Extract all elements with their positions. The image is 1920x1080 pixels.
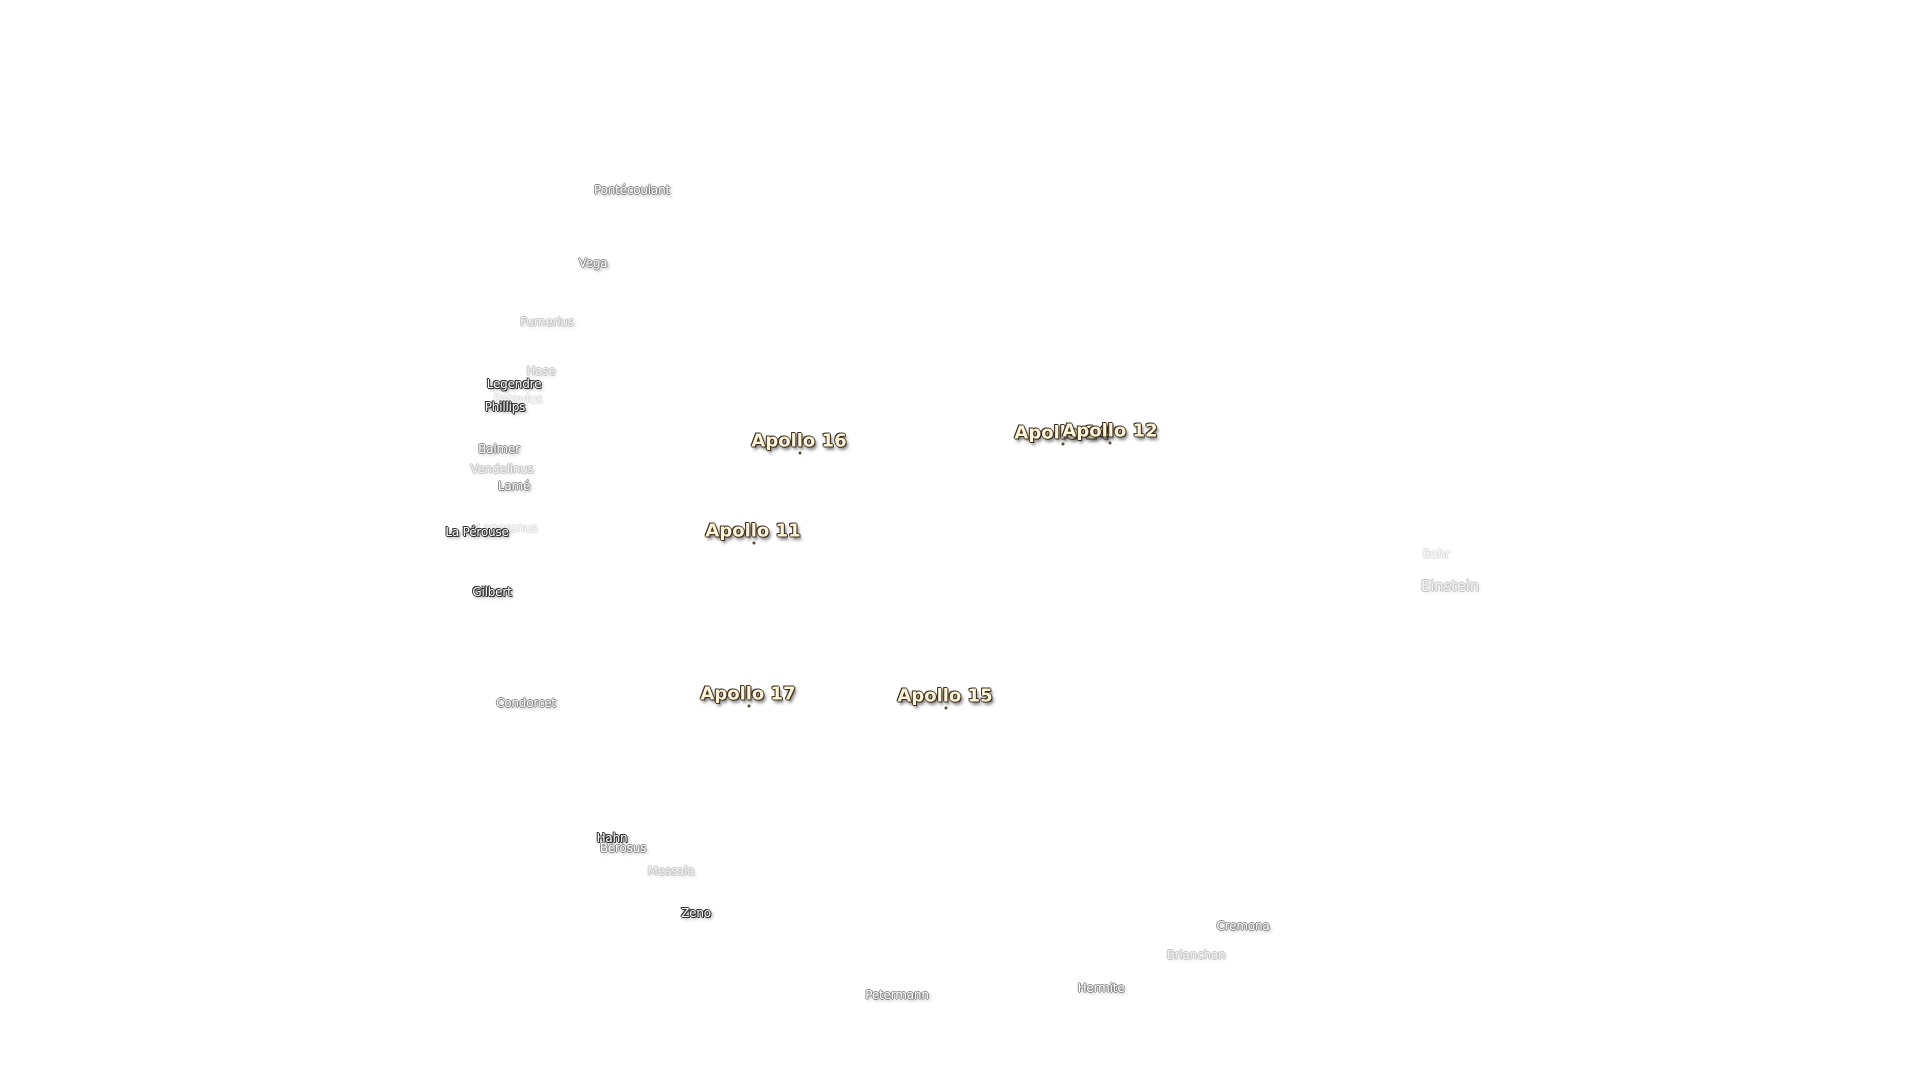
crater-label-balmer: Balmer — [478, 442, 520, 456]
crater-label-cremona: Cremona — [1216, 919, 1270, 933]
crater-label-petavius: Petavius — [493, 392, 543, 406]
crater-label-hermite: Hermite — [1077, 981, 1125, 995]
apollo-15-label[interactable]: Apollo 15 — [897, 685, 993, 707]
crater-label-furnerius: Furnerius — [520, 315, 574, 329]
crater-label-bohr: Bohr — [1422, 547, 1450, 561]
crater-label-condorcet: Condorcet — [496, 696, 556, 710]
crater-label-vega: Vega — [578, 256, 608, 270]
crater-label-langrenus: Langrenus — [476, 521, 538, 535]
crater-label-legendre: Legendre — [486, 377, 542, 391]
crater-label-hahn: Hahn — [596, 831, 628, 845]
crater-label-zeno: Zeno — [681, 906, 711, 920]
apollo-11-label[interactable]: Apollo 11 — [705, 520, 801, 542]
apollo-12-label[interactable]: Apollo 12 — [1062, 420, 1158, 442]
apollo-11-marker[interactable] — [752, 541, 756, 545]
crater-label-messala: Messala — [647, 864, 695, 878]
apollo-16-label[interactable]: Apollo 16 — [751, 430, 847, 452]
apollo-15-marker[interactable] — [944, 706, 948, 710]
crater-label-gilbert: Gilbert — [472, 585, 512, 599]
crater-label-pontecoulant: Pontécoulant — [594, 183, 670, 197]
crater-label-einstein: Einstein — [1420, 577, 1480, 595]
crater-label-berosus: Berosus — [599, 841, 647, 855]
apollo-17-marker[interactable] — [747, 704, 751, 708]
apollo-14-marker[interactable] — [1061, 442, 1065, 446]
apollo-16-marker[interactable] — [798, 451, 802, 455]
crater-label-la-perouse: La Pérouse — [445, 525, 509, 539]
apollo-17-label[interactable]: Apollo 17 — [700, 683, 796, 705]
crater-label-phillips: Phillips — [484, 400, 526, 414]
crater-label-vendelinus: Vendelinus — [470, 462, 534, 476]
crater-label-hase: Hase — [526, 364, 556, 378]
apollo-14-label[interactable]: Apollo 14 — [1014, 422, 1110, 444]
crater-label-lame: Lamé — [497, 479, 531, 493]
crater-label-petermann: Petermann — [865, 988, 929, 1002]
crater-label-brianchon: Brianchon — [1166, 948, 1226, 962]
apollo-12-marker[interactable] — [1108, 441, 1112, 445]
